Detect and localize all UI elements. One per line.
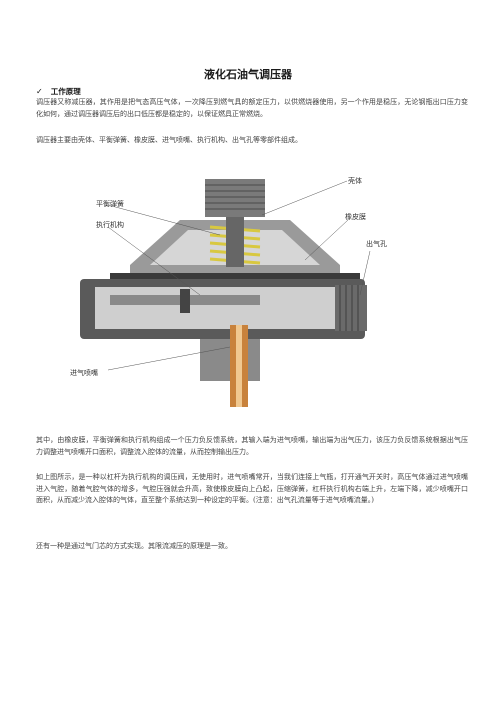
check-icon: ✓ (36, 87, 43, 96)
label-outlet: 出气孔 (366, 240, 387, 248)
lever-pivot (180, 289, 190, 313)
document-title: 液化石油气调压器 (204, 68, 292, 81)
regulator-cross-section-diagram (80, 179, 371, 407)
outlet-threads (339, 285, 359, 331)
nozzle-bore (236, 325, 242, 407)
section-heading: ✓ 工作原理 (36, 86, 81, 97)
label-shell: 壳体 (348, 177, 362, 185)
diaphragm (110, 273, 360, 279)
gas-chamber (95, 287, 335, 329)
cap-threads (205, 184, 265, 210)
valve-core-paragraph: 还有一种是通过气门芯的方式实现。其限流减压的原理是一致。 (36, 542, 232, 550)
spring-stem (226, 217, 244, 267)
leader-lines (107, 180, 371, 371)
label-inlet-nozzle: 进气喷嘴 (70, 369, 98, 377)
section-heading-text: 工作原理 (50, 87, 81, 96)
label-diaphragm: 橡皮膜 (345, 213, 366, 221)
feedback-paragraph: 其中，由橡皮膜，平衡弹簧和执行机构组成一个压力负反馈系统，其输入端为进气喷嘴，输… (36, 436, 468, 456)
intro-paragraph: 调压器又称减压器，其作用是把气态高压气体，一次降压到燃气具的额定压力，以供燃烧器… (36, 98, 468, 118)
label-actuator: 执行机构 (96, 221, 124, 229)
lever-paragraph: 如上图所示，是一种以杠杆为执行机构的调压阀，无使用时，进气喷嘴常开，当我们连接上… (36, 473, 468, 504)
label-balance-spring: 平衡弹簧 (96, 200, 124, 208)
components-paragraph: 调压器主要由壳体、平衡弹簧、橡皮膜、进气喷嘴、执行机构、出气孔等零部件组成。 (36, 136, 302, 144)
